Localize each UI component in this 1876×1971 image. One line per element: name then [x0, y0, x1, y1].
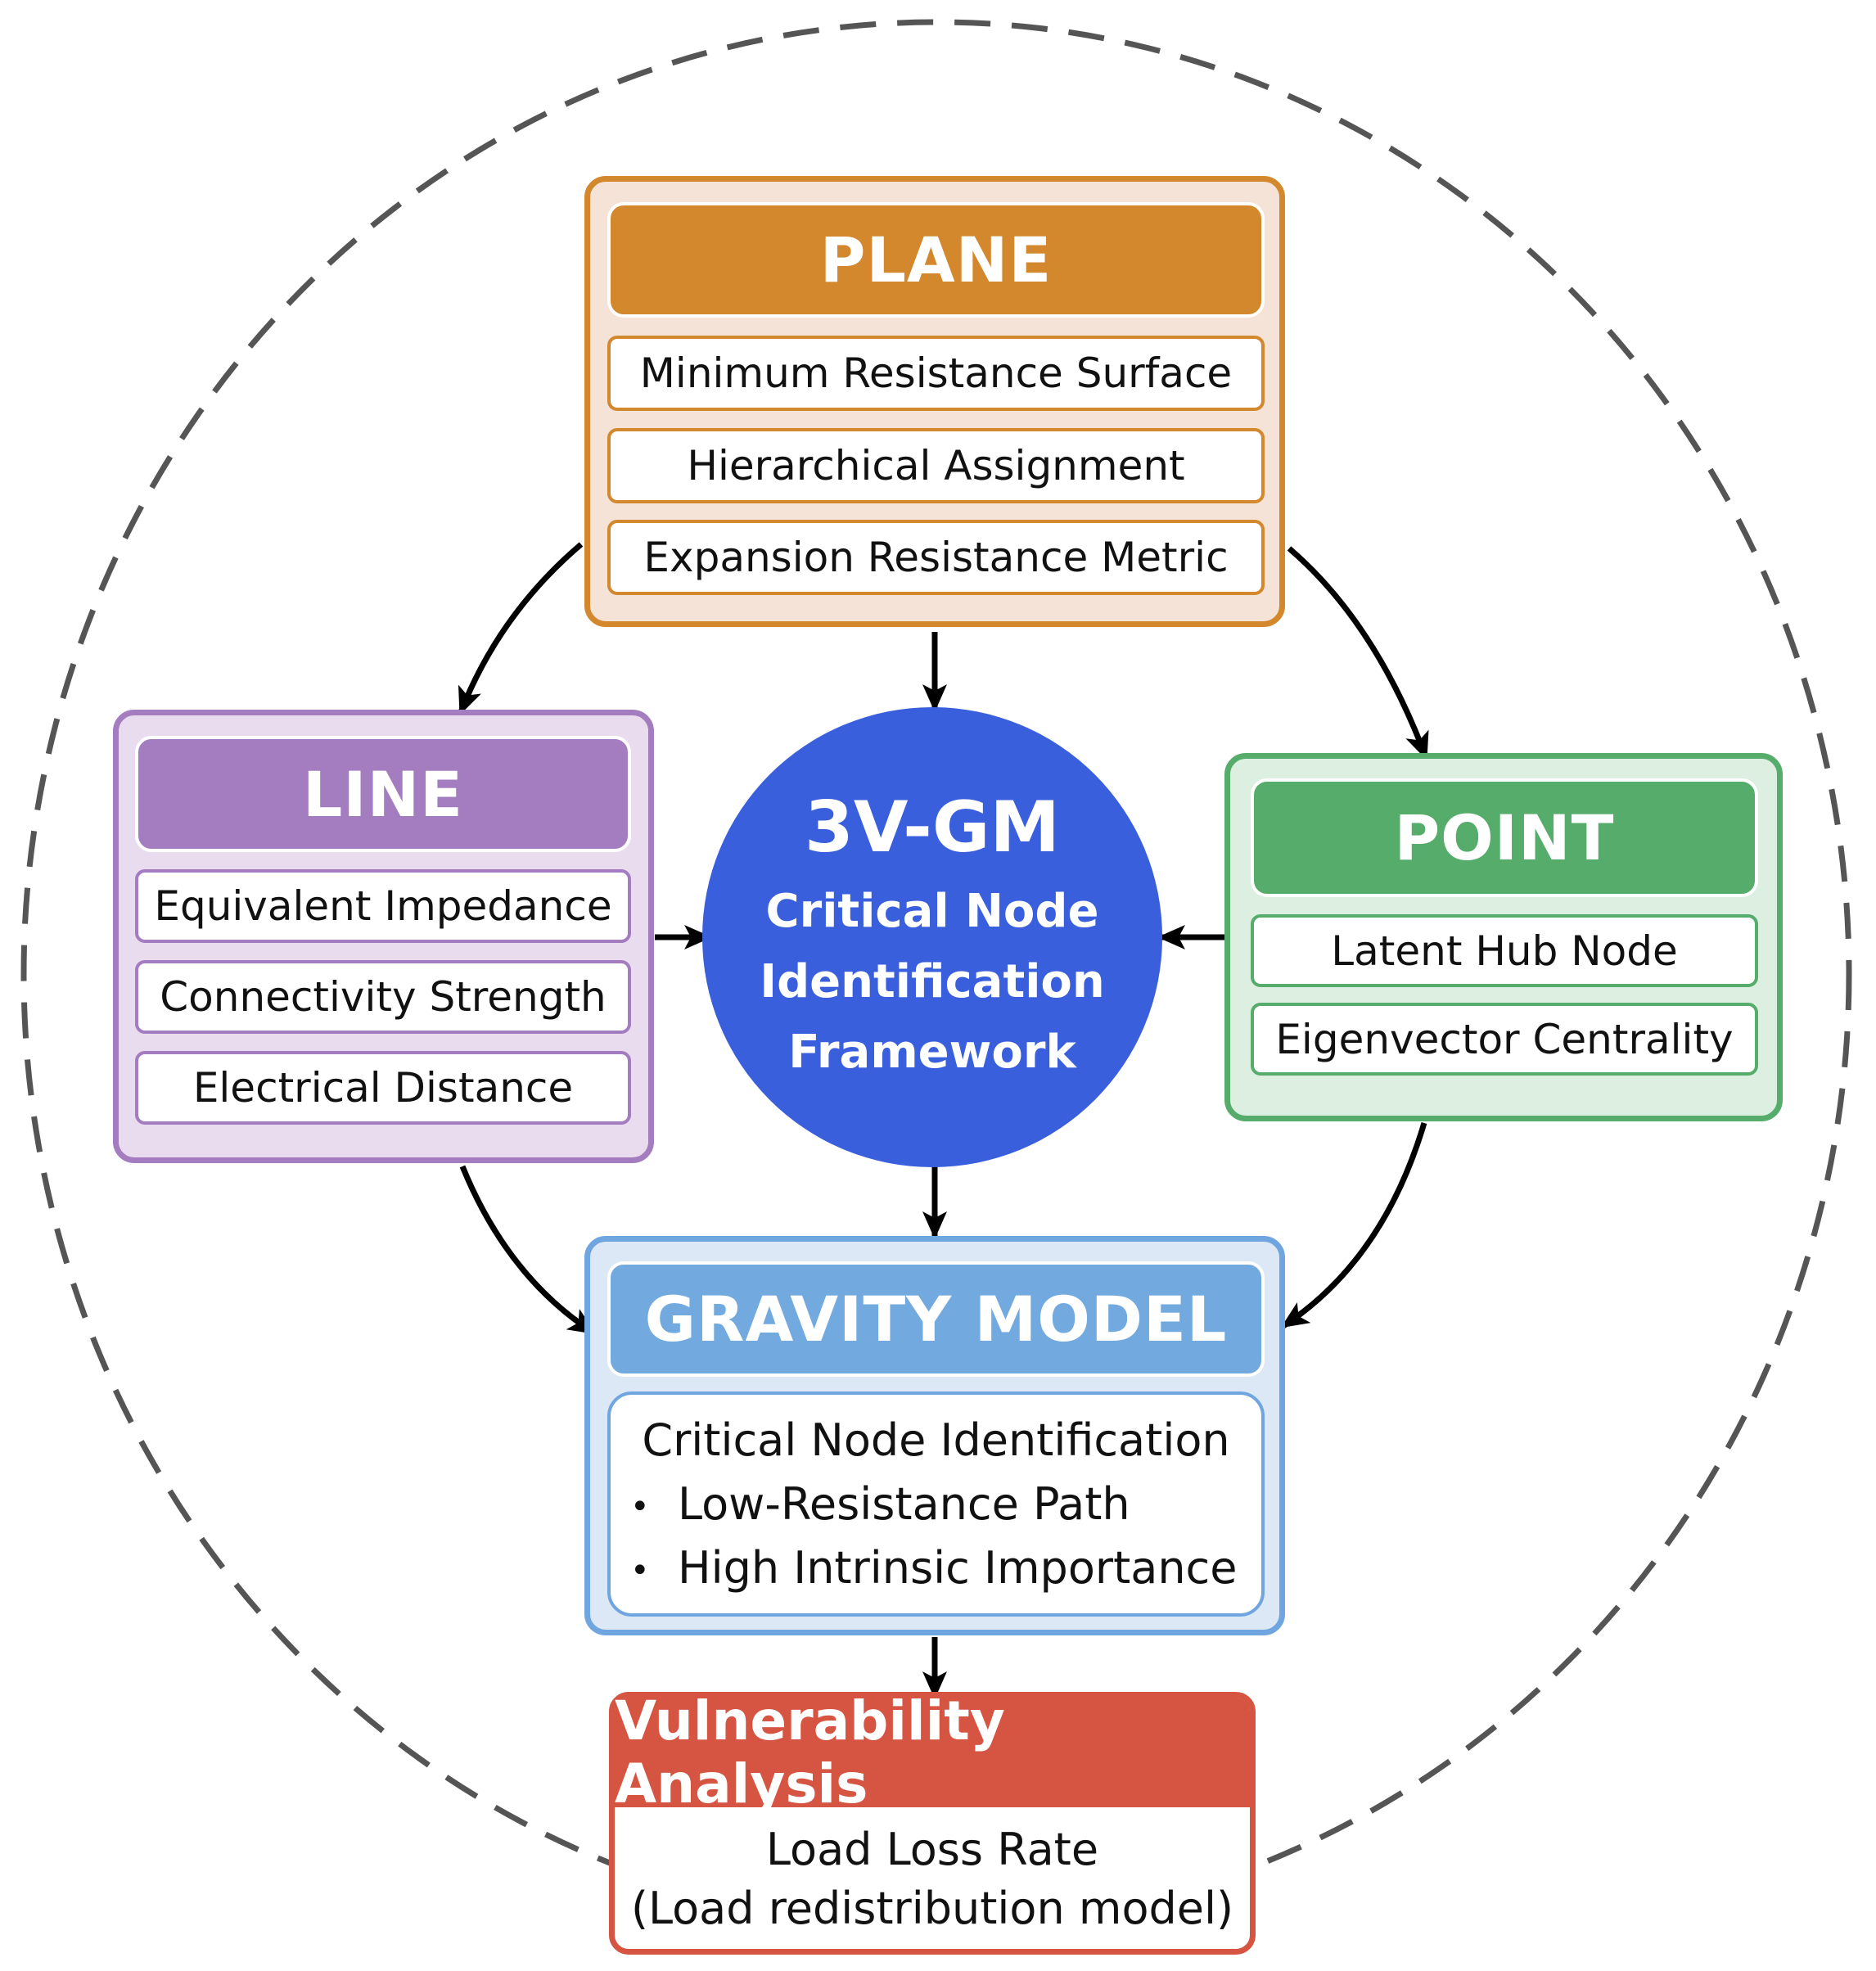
bullet-icon: •: [630, 1552, 650, 1590]
center-title: 3V-GM: [804, 787, 1060, 868]
arrow-line-to-gravity: [459, 1165, 597, 1335]
framework-center-circle: 3V-GM Critical Node Identification Frame…: [702, 707, 1162, 1167]
line-item-electrical-distance: Electrical Distance: [135, 1051, 631, 1125]
arrow-plane-to-point: [1287, 546, 1429, 760]
center-subtitle-line-3: Framework: [788, 1026, 1076, 1079]
point-item-eigenvector-centrality: Eigenvector Centrality: [1251, 1003, 1758, 1076]
line-item-connectivity-strength: Connectivity Strength: [135, 960, 631, 1034]
bullet-icon: •: [630, 1488, 650, 1527]
gravity-bullet-row: • Low-Resistance Path: [630, 1478, 1130, 1530]
vulnerability-line-2: (Load redistribution model): [630, 1883, 1234, 1934]
arrow-plane-to-line: [458, 542, 584, 715]
point-header: POINT: [1251, 778, 1758, 897]
point-item-latent-hub-node: Latent Hub Node: [1251, 914, 1758, 987]
center-subtitle-line-2: Identification: [760, 955, 1105, 1008]
line-item-equivalent-impedance: Equivalent Impedance: [135, 869, 631, 943]
plane-item-expansion-resistance-metric: Expansion Resistance Metric: [607, 520, 1265, 595]
gravity-bullet-text: Low-Resistance Path: [678, 1478, 1130, 1530]
plane-header: PLANE: [607, 202, 1265, 318]
plane-item-minimum-resistance-surface: Minimum Resistance Surface: [607, 336, 1265, 411]
arrow-point-to-gravity: [1280, 1122, 1427, 1328]
gravity-bullet-row: • High Intrinsic Importance: [630, 1542, 1237, 1594]
gravity-model-body: [607, 1391, 1265, 1617]
line-header: LINE: [135, 736, 631, 852]
gravity-bullet-text: High Intrinsic Importance: [678, 1542, 1238, 1594]
vulnerability-line-1: Load Loss Rate: [765, 1824, 1099, 1875]
plane-item-hierarchical-assignment: Hierarchical Assignment: [607, 428, 1265, 503]
gravity-model-header: GRAVITY MODEL: [607, 1261, 1265, 1377]
center-subtitle-line-1: Critical Node: [765, 885, 1099, 938]
vulnerability-header: Vulnerability Analysis: [615, 1689, 1250, 1815]
gravity-body-title: Critical Node Identification: [642, 1414, 1230, 1466]
